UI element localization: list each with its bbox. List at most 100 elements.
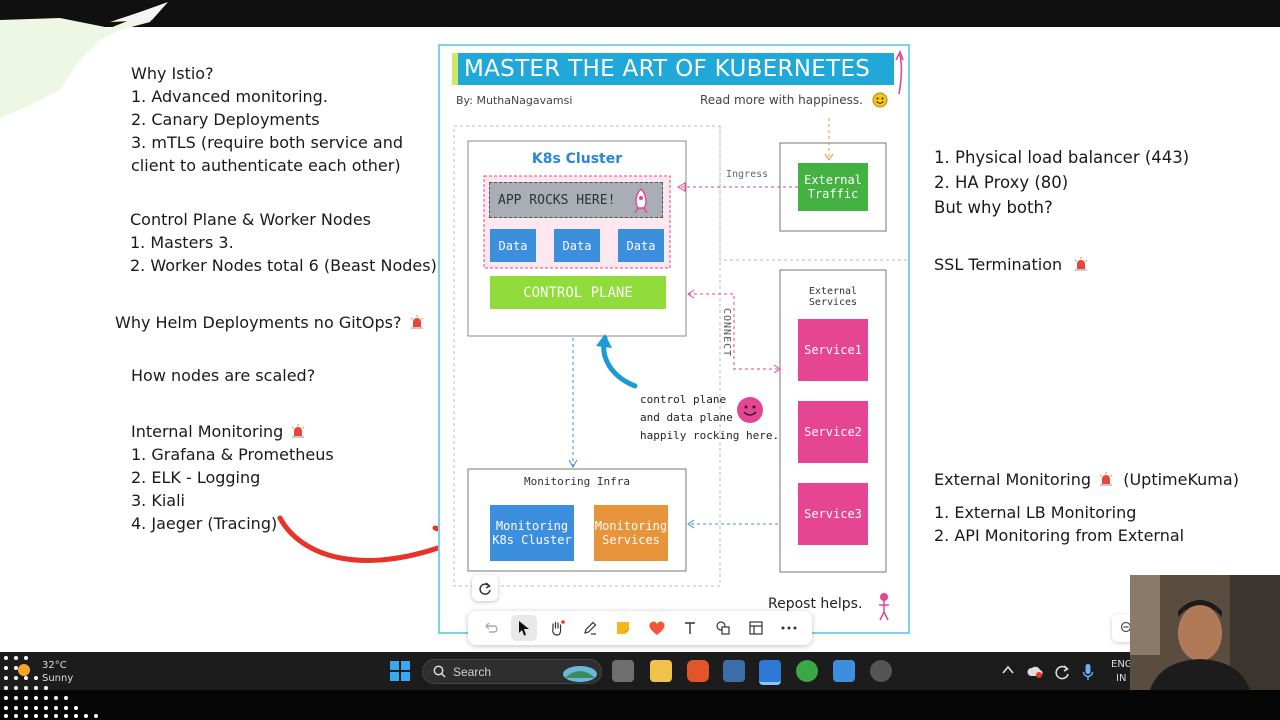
helm-text: Why Helm Deployments no GitOps? [115, 313, 402, 332]
poster-title-banner: MASTER THE ART OF KUBERNETES [452, 53, 894, 85]
shapes-icon [716, 621, 730, 635]
external-services-title: External Services [780, 286, 886, 308]
service1-box: Service1 [798, 319, 868, 381]
external-services-line-2: Services [808, 297, 858, 308]
decorative-splash [0, 2, 168, 118]
pan-tool-button[interactable] [544, 615, 570, 641]
sticky-note-button[interactable] [610, 615, 636, 641]
text-icon [684, 622, 695, 634]
external-monitoring-title: External Monitoring [934, 470, 1092, 489]
undo-button[interactable] [478, 615, 504, 641]
data-node-2: Data [554, 229, 600, 262]
brave-browser-icon[interactable] [687, 660, 709, 682]
chrome-icon[interactable] [796, 660, 818, 682]
notepad-icon[interactable] [833, 660, 855, 682]
istio-item-3: 3. mTLS (require both service and [131, 133, 404, 152]
whiteboard-icon[interactable] [759, 660, 781, 685]
service1-label: Service1 [804, 343, 862, 357]
language-line-2: IN [1116, 673, 1127, 684]
weather-desc: Sunny [42, 673, 74, 684]
control-plane-caption: control plane and data plane happily roc… [640, 391, 779, 445]
poster-tagline: Read more with happiness. [700, 93, 863, 107]
hand-icon [552, 620, 565, 636]
external-item-1: 1. External LB Monitoring [934, 503, 1137, 522]
control-plane-box: CONTROL PLANE [490, 276, 666, 309]
monitoring-infra-title: Monitoring Infra [524, 475, 630, 488]
window-top-bar [0, 0, 1280, 27]
lb-item-2: 2. HA Proxy (80) [934, 173, 1069, 192]
mon-k8s-line-1: Monitoring [495, 519, 569, 533]
mon-services-line-1: Monitoring [594, 519, 668, 533]
more-icon [781, 626, 797, 630]
external-traffic-box: External Traffic [798, 163, 868, 211]
chevron-up-icon[interactable] [1002, 665, 1014, 675]
istio-item-1: 1. Advanced monitoring. [131, 87, 328, 106]
search-highlight-icon [563, 666, 597, 682]
ingress-label: Ingress [726, 169, 769, 180]
app-rocks-box: APP ROCKS HERE! [489, 182, 663, 218]
istio-item-2: 2. Canary Deployments [131, 110, 320, 129]
istio-item-4: client to authenticate each other) [131, 156, 401, 175]
text-tool-button[interactable] [677, 615, 703, 641]
data-label: Data [626, 238, 656, 253]
redo-button[interactable] [472, 575, 498, 601]
mon-k8s-line-2: K8s Cluster [492, 533, 572, 547]
service3-label: Service3 [804, 507, 862, 521]
nodes-title: Control Plane & Worker Nodes [130, 210, 371, 229]
ssl-note: SSL Termination [934, 253, 1088, 276]
windows-start-icon[interactable] [390, 661, 410, 681]
smiley-icon [872, 92, 888, 108]
sticky-note-icon [617, 622, 630, 634]
refresh-icon[interactable] [1054, 664, 1070, 680]
service3-box: Service3 [798, 483, 868, 545]
rocket-icon [634, 188, 648, 214]
weather-temp: 32°C [42, 660, 67, 671]
dot-pattern [4, 656, 98, 718]
snipping-tool-icon[interactable] [723, 660, 745, 682]
internal-item-4: 4. Jaeger (Tracing) [131, 514, 278, 533]
alarm-icon [1074, 257, 1088, 271]
internal-item-2: 2. ELK - Logging [131, 468, 261, 487]
kubernetes-poster: MASTER THE ART OF KUBERNETES By: MuthaNa… [438, 44, 910, 634]
lb-item-1: 1. Physical load balancer (443) [934, 148, 1190, 167]
pointer-icon [518, 621, 529, 636]
k8s-cluster-title: K8s Cluster [531, 151, 623, 167]
search-icon [433, 665, 446, 678]
ssl-text: SSL Termination [934, 255, 1063, 274]
select-tool-button[interactable] [510, 615, 537, 641]
poster-author: By: MuthaNagavamsi [456, 94, 573, 107]
external-monitoring-note: External Monitoring (UptimeKuma) 1. Exte… [934, 468, 1239, 547]
service2-box: Service2 [798, 401, 868, 463]
external-traffic-line-1: External [804, 173, 862, 187]
scaled-note: How nodes are scaled? [131, 364, 315, 387]
taskbar-search-box[interactable]: Search [422, 659, 602, 684]
nodes-note: Control Plane & Worker Nodes 1. Masters … [130, 208, 437, 277]
internal-monitoring-note: Internal Monitoring 1. Grafana & Prometh… [131, 420, 334, 535]
language-line-1[interactable]: ENG [1111, 659, 1133, 670]
cloud-sync-icon[interactable] [1027, 664, 1043, 678]
connect-label: CONNECT [721, 308, 732, 358]
obs-icon[interactable] [870, 660, 892, 682]
sun-icon [18, 664, 30, 676]
microphone-icon[interactable] [1082, 663, 1094, 681]
alarm-icon [410, 315, 423, 329]
file-explorer-icon[interactable] [650, 660, 672, 682]
data-label: Data [562, 238, 592, 253]
scaled-text: How nodes are scaled? [131, 366, 316, 385]
data-label: Data [498, 238, 528, 253]
monitoring-k8s-box: Monitoring K8s Cluster [490, 505, 574, 561]
alarm-icon [291, 424, 305, 438]
more-options-button[interactable] [776, 615, 802, 641]
nodes-item-1: 1. Masters 3. [130, 233, 234, 252]
pen-tool-button[interactable] [577, 615, 603, 641]
mon-services-line-2: Services [602, 533, 660, 547]
internal-item-1: 1. Grafana & Prometheus [131, 445, 334, 464]
task-view-icon[interactable] [612, 660, 634, 682]
external-services-line-1: External [808, 286, 858, 297]
shapes-button[interactable] [710, 615, 736, 641]
template-button[interactable] [743, 615, 769, 641]
caption-line-2: and data plane [640, 411, 733, 424]
webcam-overlay [1130, 575, 1280, 690]
reaction-button[interactable] [644, 615, 670, 641]
person-icon [879, 593, 889, 621]
